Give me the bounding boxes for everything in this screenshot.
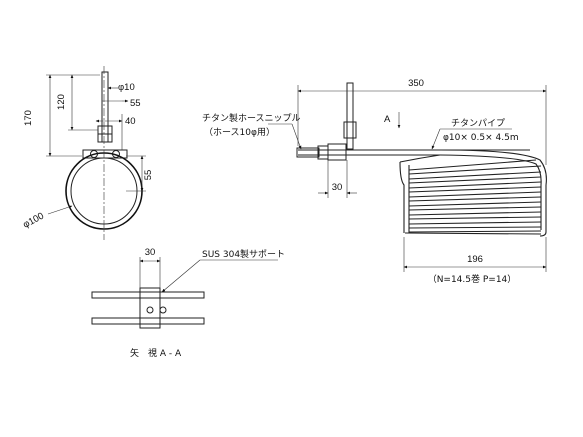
side-clamp (343, 121, 357, 139)
side-bracket (327, 143, 347, 161)
leader-support (161, 259, 201, 293)
nut-lower (97, 133, 113, 143)
support-bolt-2 (159, 306, 167, 314)
leader-nipple (291, 123, 302, 150)
dim-55-top: 55 (130, 98, 141, 109)
dim-55-side: 55 (143, 170, 154, 181)
dim-40: 40 (125, 116, 136, 127)
pipe-spec: φ10× 0.5× 4.5m (443, 133, 519, 143)
pipe-name: チタンパイプ (451, 118, 505, 129)
pipe-upper (91, 291, 205, 299)
nipple-name: チタン製ホースニップル (202, 112, 301, 124)
pipe-lower (91, 317, 205, 325)
clamp-bracket (82, 149, 128, 159)
dim-30-side: 30 (332, 182, 343, 193)
dim-120: 120 (56, 94, 67, 110)
dim-phi100: φ100 (21, 211, 46, 231)
dim-350: 350 (408, 78, 424, 89)
nut (97, 125, 113, 135)
dim-phi10: φ10 (118, 82, 135, 93)
support-bolt (146, 306, 154, 314)
dim-170: 170 (23, 110, 34, 126)
dim-30-view: 30 (145, 247, 156, 258)
leader-pipe (431, 128, 441, 150)
leader-phi100 (47, 205, 73, 215)
coil-spec: （N=14.5巻 P=14） (428, 273, 517, 285)
arrow-a: A (384, 114, 391, 125)
front-view: 170 120 φ10 55 40 55 φ100 (21, 66, 154, 240)
side-view: 350 30 196 （N=14.5巻 P=14） A チタン製ホースニップル … (202, 78, 547, 285)
hose-nipple (296, 147, 320, 158)
support-plate (139, 287, 161, 329)
rod (101, 71, 109, 143)
side-rod (346, 82, 354, 150)
nipple-sub: （ホース10φ用） (204, 127, 275, 138)
coil (399, 149, 547, 237)
support-name: SUS 304製サポート (202, 248, 285, 260)
dim-196: 196 (467, 254, 483, 265)
view-a-a: 30 SUS 304製サポート 矢 視 A - A (91, 247, 285, 359)
view-title: 矢 視 A - A (130, 347, 182, 359)
